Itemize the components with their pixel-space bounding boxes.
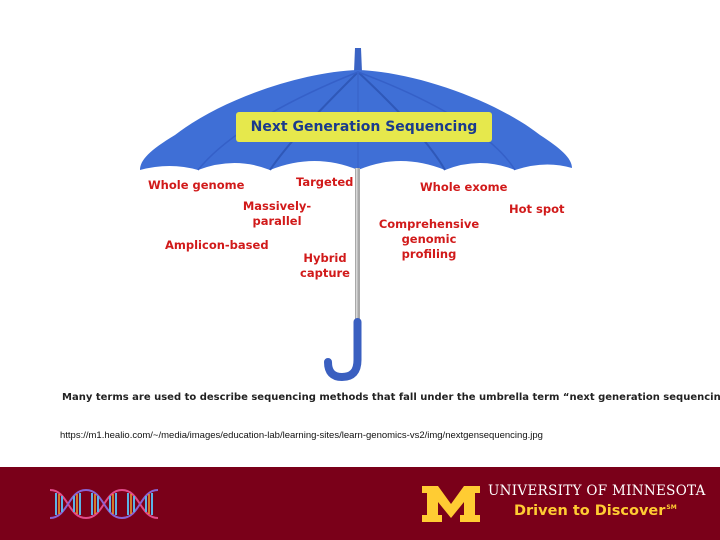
tagline-text: Driven to Discover <box>514 503 666 519</box>
footer-bar <box>0 467 720 540</box>
umbrella-illustration <box>140 48 572 382</box>
diagram-caption: Many terms are used to describe sequenci… <box>62 392 720 403</box>
university-tagline: Driven to DiscoverSM <box>514 503 677 519</box>
term-whole-genome: Whole genome <box>148 178 245 192</box>
term-massively-parallel: Massively-parallel <box>242 199 312 228</box>
term-comprehensive-genomic-profiling: Comprehensive genomic profiling <box>378 217 480 261</box>
term-targeted: Targeted <box>296 175 354 189</box>
term-hot-spot: Hot spot <box>509 202 565 216</box>
term-amplicon-based: Amplicon-based <box>165 238 269 252</box>
university-name: UNIVERSITY OF MINNESOTA <box>488 483 706 499</box>
block-m-icon <box>422 486 480 522</box>
umbrella-title: Next Generation Sequencing <box>236 112 492 142</box>
term-whole-exome: Whole exome <box>420 180 508 194</box>
umbrella-tip <box>354 48 362 72</box>
umbrella-handle <box>324 318 362 382</box>
source-url[interactable]: https://m1.healio.com/~/media/images/edu… <box>60 430 543 441</box>
term-hybrid-capture: Hybrid capture <box>300 251 350 280</box>
dna-helix-icon <box>49 488 159 520</box>
trademark-mark: SM <box>666 504 677 512</box>
